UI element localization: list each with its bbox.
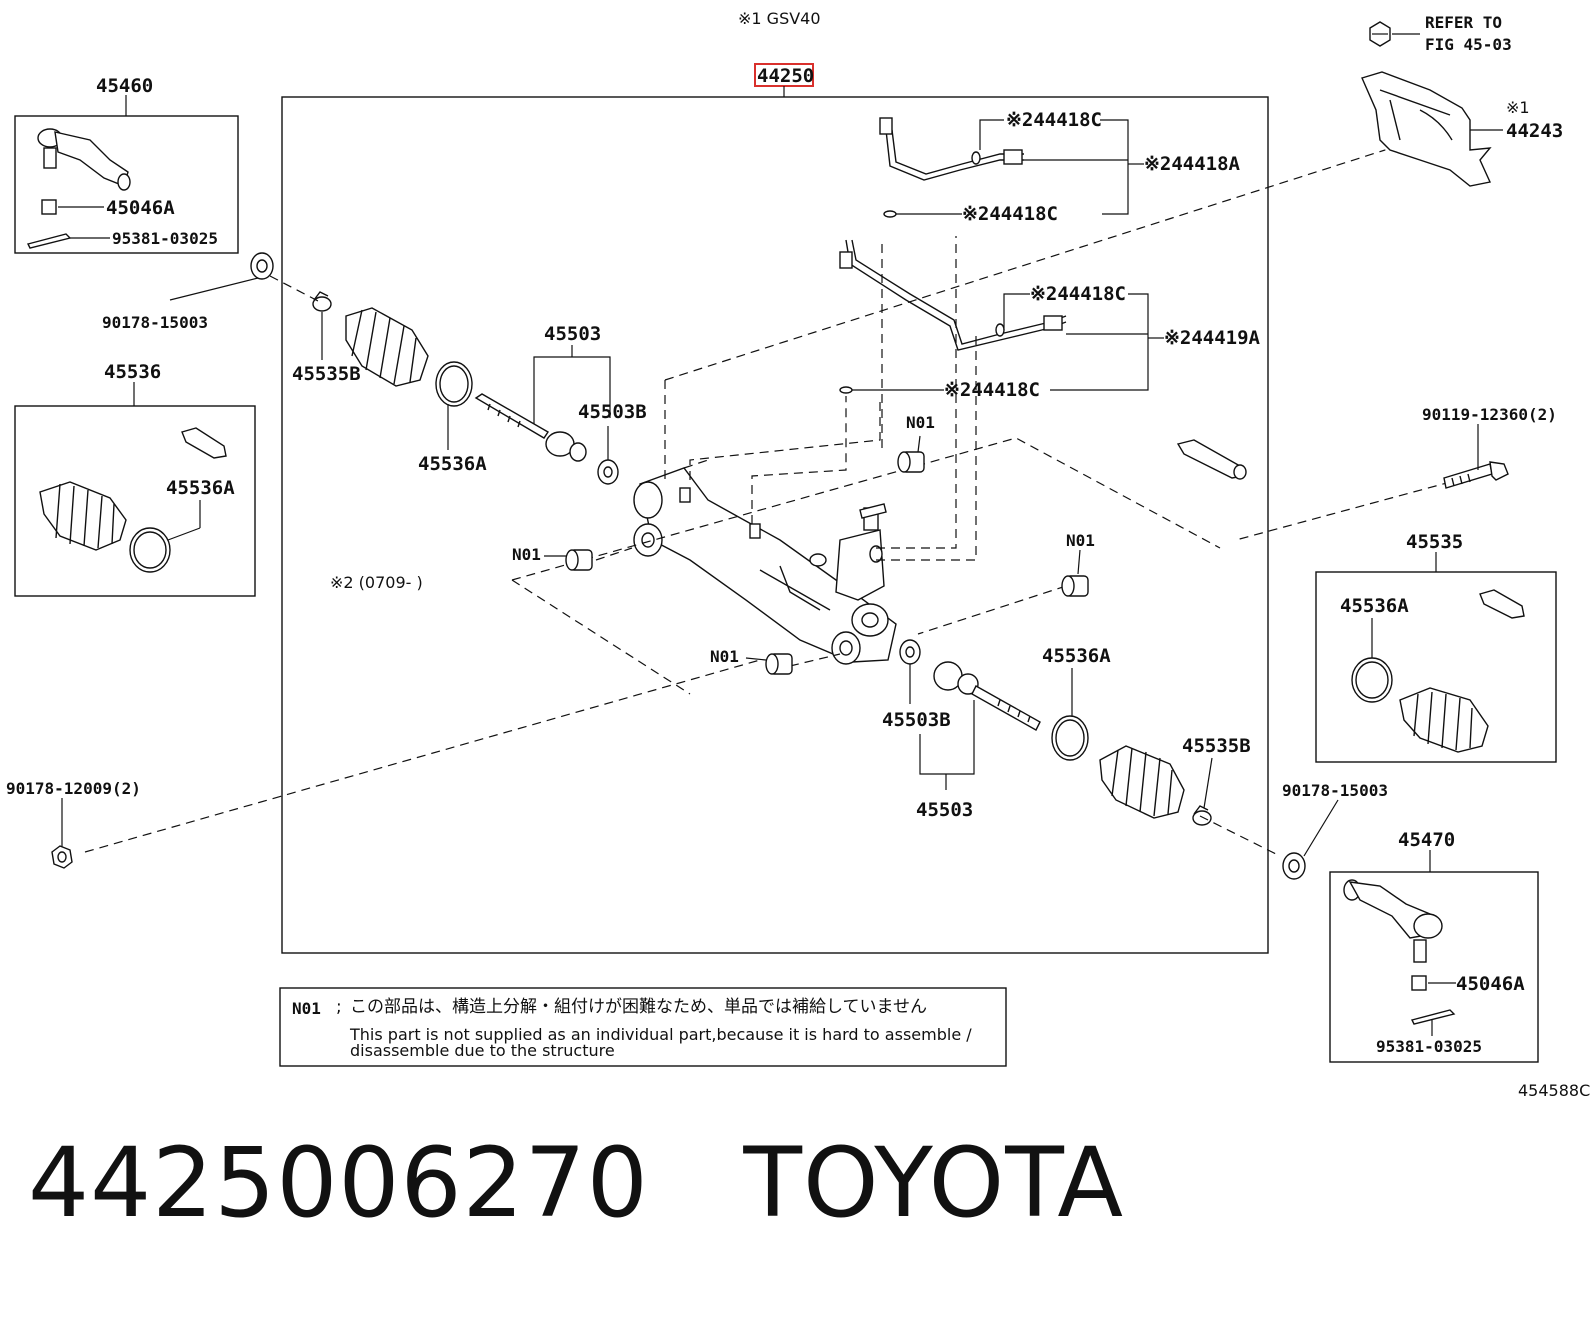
- grease-tube-left-icon: [181, 427, 227, 459]
- label-45046A-left[interactable]: 45046A: [106, 197, 175, 219]
- clamp-45536a-left-icon: [435, 361, 473, 407]
- label-90178-12009[interactable]: 90178-12009(2): [6, 779, 141, 798]
- n01-label-b[interactable]: N01: [512, 545, 541, 564]
- footer-brand: TOYOTA: [743, 1127, 1125, 1239]
- rack-housing-icon: [633, 467, 897, 665]
- label-45503B-bottom[interactable]: 45503B: [882, 709, 951, 731]
- main-part-number[interactable]: 44250: [757, 65, 814, 87]
- footer-title: 4425006270 TOYOTA: [28, 1135, 1124, 1231]
- box-45470: [1329, 871, 1539, 1063]
- clip-45535b-right-icon: [1192, 805, 1212, 826]
- refer-line1: REFER TO: [1425, 13, 1502, 32]
- label-45536A-left[interactable]: 45536A: [418, 453, 487, 475]
- note2-label: ※2 (0709- ): [330, 573, 423, 592]
- label-45470[interactable]: 45470: [1398, 829, 1455, 851]
- cotter-pin-left-icon: [26, 233, 72, 249]
- label-45503-bottom[interactable]: 45503: [916, 799, 973, 821]
- label-45503B-top[interactable]: 45503B: [578, 401, 647, 423]
- label-90119[interactable]: 90119-12360(2): [1422, 405, 1557, 424]
- grease-tube-middle-icon: [1176, 439, 1247, 480]
- bracket-45503-top: [533, 345, 611, 424]
- clip-45535b-left-icon: [312, 291, 332, 312]
- label-244418A[interactable]: ※244418A: [1144, 153, 1241, 175]
- label-90178-15003-left[interactable]: 90178-15003: [102, 313, 208, 332]
- label-244418C-2[interactable]: ※244418C: [962, 203, 1058, 225]
- label-244418C-3[interactable]: ※244418C: [1030, 283, 1126, 305]
- nut-90178-15003-left-icon: [250, 252, 274, 280]
- label-45535B-left[interactable]: 45535B: [292, 363, 361, 385]
- box-45536: [14, 405, 256, 597]
- label-45503-top[interactable]: 45503: [544, 323, 601, 345]
- tie-rod-end-left-icon: [37, 128, 131, 191]
- label-44243[interactable]: 44243: [1506, 120, 1563, 142]
- n01-bush-b-icon: [565, 549, 593, 571]
- clamp-45536a-right-icon: [1051, 715, 1089, 761]
- star1-label: ※1: [1506, 98, 1530, 117]
- washer-45503b-top-icon: [597, 459, 619, 485]
- oring-upper-icon: [883, 210, 897, 218]
- nut-45046a-right-icon: [1411, 975, 1427, 991]
- label-45046A-right[interactable]: 45046A: [1456, 973, 1525, 995]
- label-45536A-box[interactable]: 45536A: [166, 477, 235, 499]
- inner-tie-rod-left-icon: [474, 393, 587, 462]
- nut-90178-15003-right-icon: [1282, 852, 1306, 880]
- n01-label-c[interactable]: N01: [1066, 531, 1095, 550]
- label-45535[interactable]: 45535: [1406, 531, 1463, 553]
- refer-line2: FIG 45-03: [1425, 35, 1512, 54]
- box-45535: [1315, 571, 1557, 763]
- footer-part-number: 4425006270: [28, 1127, 649, 1239]
- cover-44243-icon: [1361, 71, 1492, 187]
- bracket-45503-bottom: [919, 700, 975, 790]
- n01-label-d[interactable]: N01: [710, 647, 739, 666]
- note-box: [279, 987, 1007, 1067]
- boot-45535-icon: [1399, 687, 1489, 753]
- pipe-lower-icon: [839, 239, 1067, 351]
- boot-45536-icon: [39, 481, 127, 551]
- refer-nut-icon: [1369, 21, 1391, 47]
- clamp-45536a-rbox-icon: [1351, 657, 1393, 703]
- label-244418C-1[interactable]: ※244418C: [1006, 109, 1102, 131]
- variant-note: ※1 GSV40: [738, 9, 821, 28]
- clamp-45536a-box-icon: [129, 527, 171, 573]
- pipe-upper-icon: [879, 117, 1024, 181]
- label-244419A[interactable]: ※244419A: [1164, 327, 1261, 349]
- note-code: N01: [292, 999, 321, 1018]
- label-95381-right[interactable]: 95381-03025: [1376, 1037, 1482, 1056]
- n01-label-a[interactable]: N01: [906, 413, 935, 432]
- label-90178-15003-right[interactable]: 90178-15003: [1282, 781, 1388, 800]
- label-45460[interactable]: 45460: [96, 75, 153, 97]
- inner-tie-rod-right-icon: [933, 661, 1041, 731]
- main-assembly-box: [281, 96, 1269, 954]
- n01-bush-a-icon: [897, 451, 925, 473]
- nut-90178-12009-icon: [51, 845, 73, 869]
- box-45460: [14, 115, 239, 254]
- n01-bush-c-icon: [1061, 575, 1089, 597]
- oring-lower-icon: [839, 386, 853, 394]
- note-en-line1: This part is not supplied as an individu…: [349, 1025, 972, 1044]
- label-244418C-4[interactable]: ※244418C: [944, 379, 1040, 401]
- boot-right-icon: [1099, 745, 1185, 819]
- note-separator: ;: [336, 997, 342, 1017]
- label-45536A-rbox[interactable]: 45536A: [1340, 595, 1409, 617]
- washer-45503b-bottom-icon: [899, 639, 921, 665]
- nut-45046a-left-icon: [41, 199, 57, 215]
- note-jp: この部品は、構造上分解・組付けが困難なため、単品では補給していません: [350, 997, 927, 1017]
- note-en-line2: disassemble due to the structure: [350, 1041, 615, 1060]
- label-95381-left[interactable]: 95381-03025: [112, 229, 218, 248]
- label-45536A-right[interactable]: 45536A: [1042, 645, 1111, 667]
- boot-left-icon: [345, 307, 429, 387]
- tie-rod-end-right-icon: [1343, 879, 1443, 963]
- figure-code: 454588C: [1518, 1081, 1590, 1100]
- label-45535B-right[interactable]: 45535B: [1182, 735, 1251, 757]
- cotter-pin-right-icon: [1410, 1009, 1456, 1025]
- grease-tube-right-icon: [1479, 589, 1525, 619]
- n01-bush-d-icon: [765, 653, 793, 675]
- bolt-90119-icon: [1443, 461, 1509, 489]
- label-45536[interactable]: 45536: [104, 361, 161, 383]
